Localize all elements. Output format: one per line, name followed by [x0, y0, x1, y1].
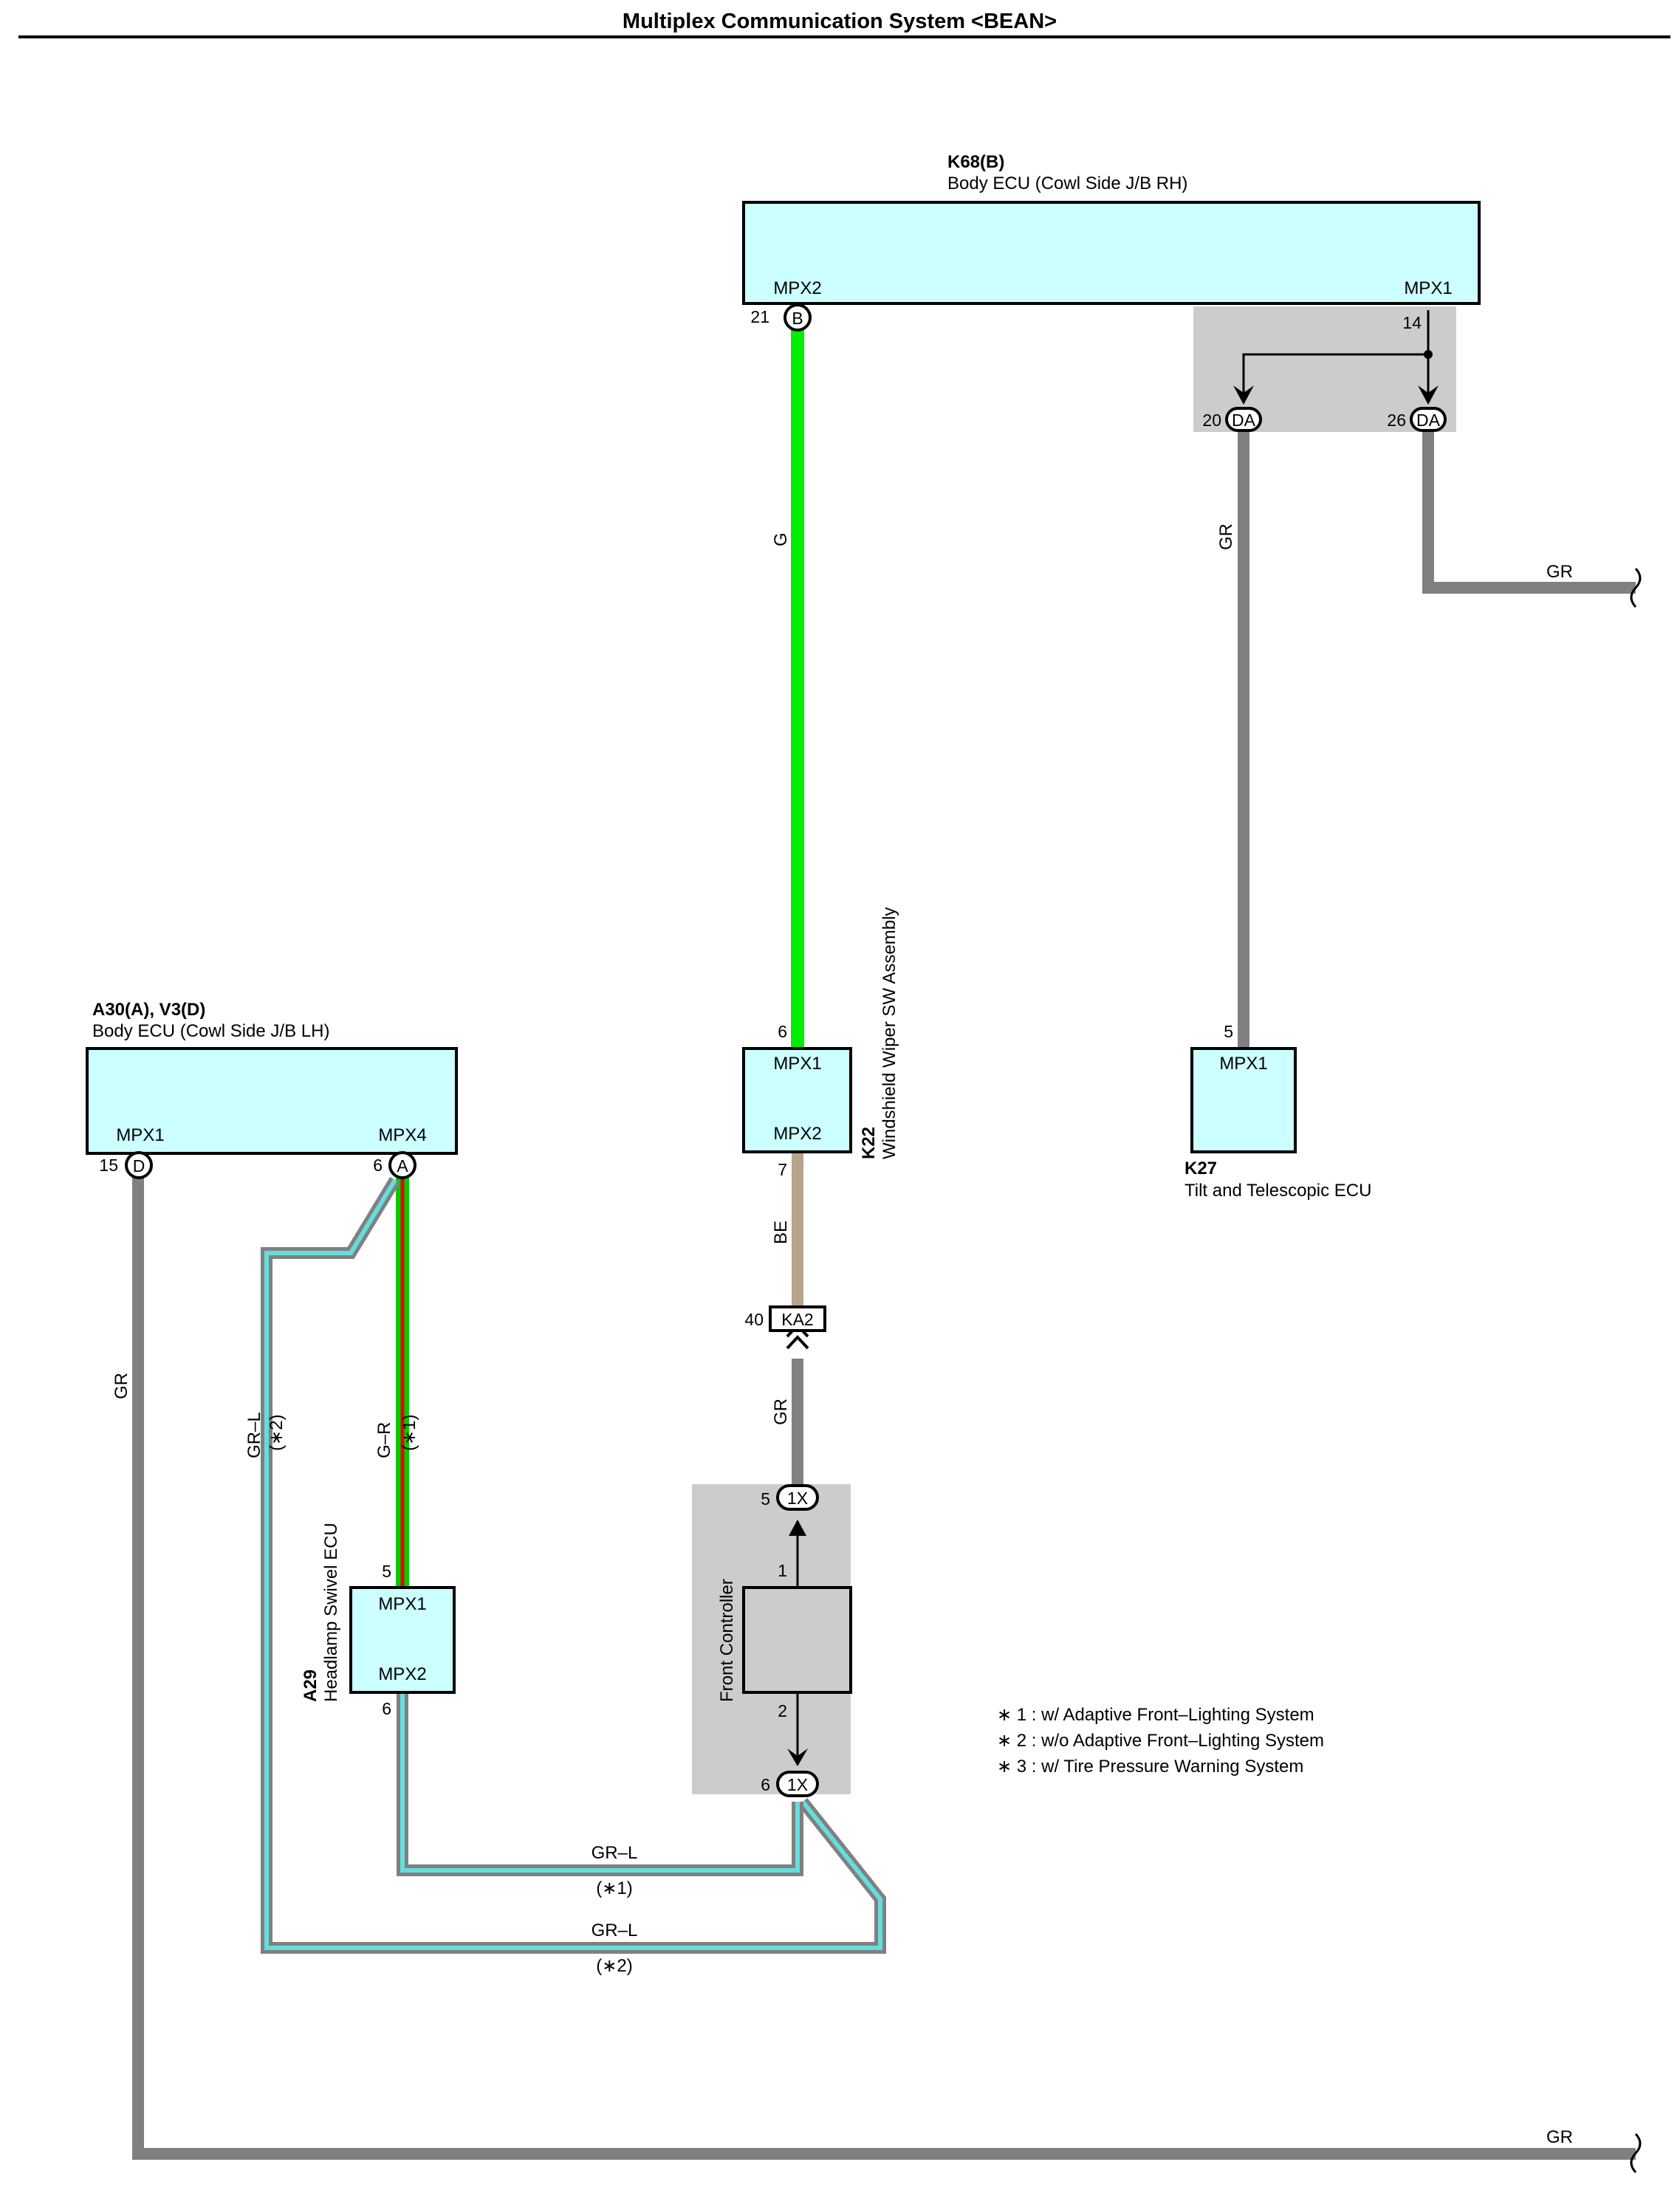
a29-code: A29 [301, 1669, 320, 1702]
wire-label: GR [112, 1373, 131, 1399]
pin-number: 15 [99, 1156, 118, 1175]
pin-number: 6 [761, 1775, 770, 1794]
svg-text:KA2: KA2 [781, 1310, 813, 1329]
pin-number: 20 [1202, 411, 1221, 430]
k68-body-ecu [742, 201, 1481, 305]
pin-number: 5 [1224, 1022, 1233, 1041]
page-title: Multiplex Communication System <BEAN> [623, 10, 1057, 33]
k27-code: K27 [1184, 1159, 1217, 1178]
chevron-up-icon [786, 1335, 809, 1350]
connector-b [784, 303, 812, 332]
wire-note: (∗2) [267, 1415, 287, 1451]
connector-ka2 [769, 1305, 826, 1332]
pin-number: 5 [382, 1562, 391, 1581]
pin-number: 5 [761, 1489, 770, 1509]
svg-text:DA: DA [1416, 411, 1441, 430]
k27-name: Tilt and Telescopic ECU [1184, 1181, 1371, 1201]
pin-number: 21 [750, 307, 769, 326]
svg-text:DA: DA [1232, 411, 1256, 430]
pin-number: 26 [1387, 411, 1406, 430]
pin-number: 1 [778, 1561, 787, 1580]
wire-break-icon [1630, 567, 1642, 608]
legend-item: ∗ 1 : w/ Adaptive Front–Lighting System [997, 1705, 1314, 1725]
svg-text:1X: 1X [787, 1775, 808, 1794]
svg-text:B: B [792, 309, 803, 328]
arrow-down-icon [1233, 385, 1254, 405]
front-controller-name: Front Controller [717, 1579, 737, 1702]
a29-name: Headlamp Swivel ECU [321, 1523, 341, 1702]
wire-break-icon [1630, 2132, 1642, 2174]
k22-code: K22 [859, 1127, 879, 1159]
pin-number: 6 [382, 1699, 391, 1718]
wire-label: GR–L [244, 1412, 264, 1458]
wire-note: (∗1) [596, 1878, 632, 1898]
k68-name: Body ECU (Cowl Side J/B RH) [947, 174, 1187, 193]
connector-a [388, 1151, 416, 1179]
wire-label: G–R [374, 1422, 394, 1458]
wire-label: GR [771, 1398, 791, 1425]
connector-da [1410, 407, 1447, 432]
svg-text:A: A [397, 1156, 408, 1176]
wire-gr-bottom [132, 1174, 1636, 2160]
wire-label: G [771, 532, 791, 546]
a30-body-ecu [86, 1047, 458, 1155]
pin-number: 7 [778, 1160, 787, 1179]
a29-headlamp-swivel-ecu [349, 1586, 456, 1694]
svg-text:1X: 1X [787, 1489, 808, 1508]
arrow-down-icon [1418, 385, 1439, 405]
k27-tilt-ecu [1190, 1047, 1297, 1153]
pin-number: 2 [778, 1701, 787, 1720]
k27-pin-label: MPX1 [1219, 1054, 1267, 1074]
legend-item: ∗ 3 : w/ Tire Pressure Warning System [997, 1757, 1303, 1777]
k22-name: Windshield Wiper SW Assembly [880, 907, 899, 1159]
wire-label: GR–L [592, 1843, 638, 1863]
a30-code: A30(A), V3(D) [92, 1000, 205, 1020]
connector-d [125, 1151, 153, 1179]
wire-label: GR [1216, 524, 1236, 550]
pin-number: 40 [744, 1310, 764, 1329]
a29-pin-label: MPX1 [378, 1594, 426, 1614]
wire-note: (∗1) [400, 1415, 419, 1451]
a30-pin-label: MPX4 [378, 1125, 426, 1145]
k68-pin-label: MPX1 [1404, 278, 1452, 298]
k22-wiper-switch [742, 1047, 852, 1153]
arrow-up-icon [789, 1520, 806, 1536]
wire-label: BE [771, 1221, 791, 1244]
connector-1x [776, 1484, 819, 1511]
pin-number: 6 [778, 1022, 787, 1041]
a29-pin-label: MPX2 [378, 1664, 426, 1684]
legend-item: ∗ 2 : w/o Adaptive Front–Lighting System [997, 1731, 1324, 1751]
svg-text:D: D [133, 1156, 145, 1176]
front-controller [742, 1586, 852, 1694]
a30-pin-label: MPX1 [116, 1125, 164, 1145]
wire-gr-right-top [1422, 432, 1636, 594]
wire-label: GR [1546, 562, 1573, 582]
k22-pin-label: MPX1 [773, 1054, 821, 1074]
a30-name: Body ECU (Cowl Side J/B LH) [92, 1021, 329, 1041]
pin-number: 6 [373, 1156, 383, 1175]
k68-code: K68(B) [947, 152, 1004, 172]
connector-1x [776, 1771, 819, 1797]
wire-label: GR [1546, 2127, 1573, 2147]
wire-label: GR–L [592, 1921, 638, 1940]
k22-pin-label: MPX2 [773, 1124, 821, 1144]
k68-pin-label: MPX2 [773, 278, 821, 298]
pin-number: 14 [1402, 313, 1422, 332]
arrow-down-icon [787, 1748, 808, 1766]
connector-da [1225, 407, 1262, 432]
wire-note: (∗2) [596, 1956, 632, 1976]
